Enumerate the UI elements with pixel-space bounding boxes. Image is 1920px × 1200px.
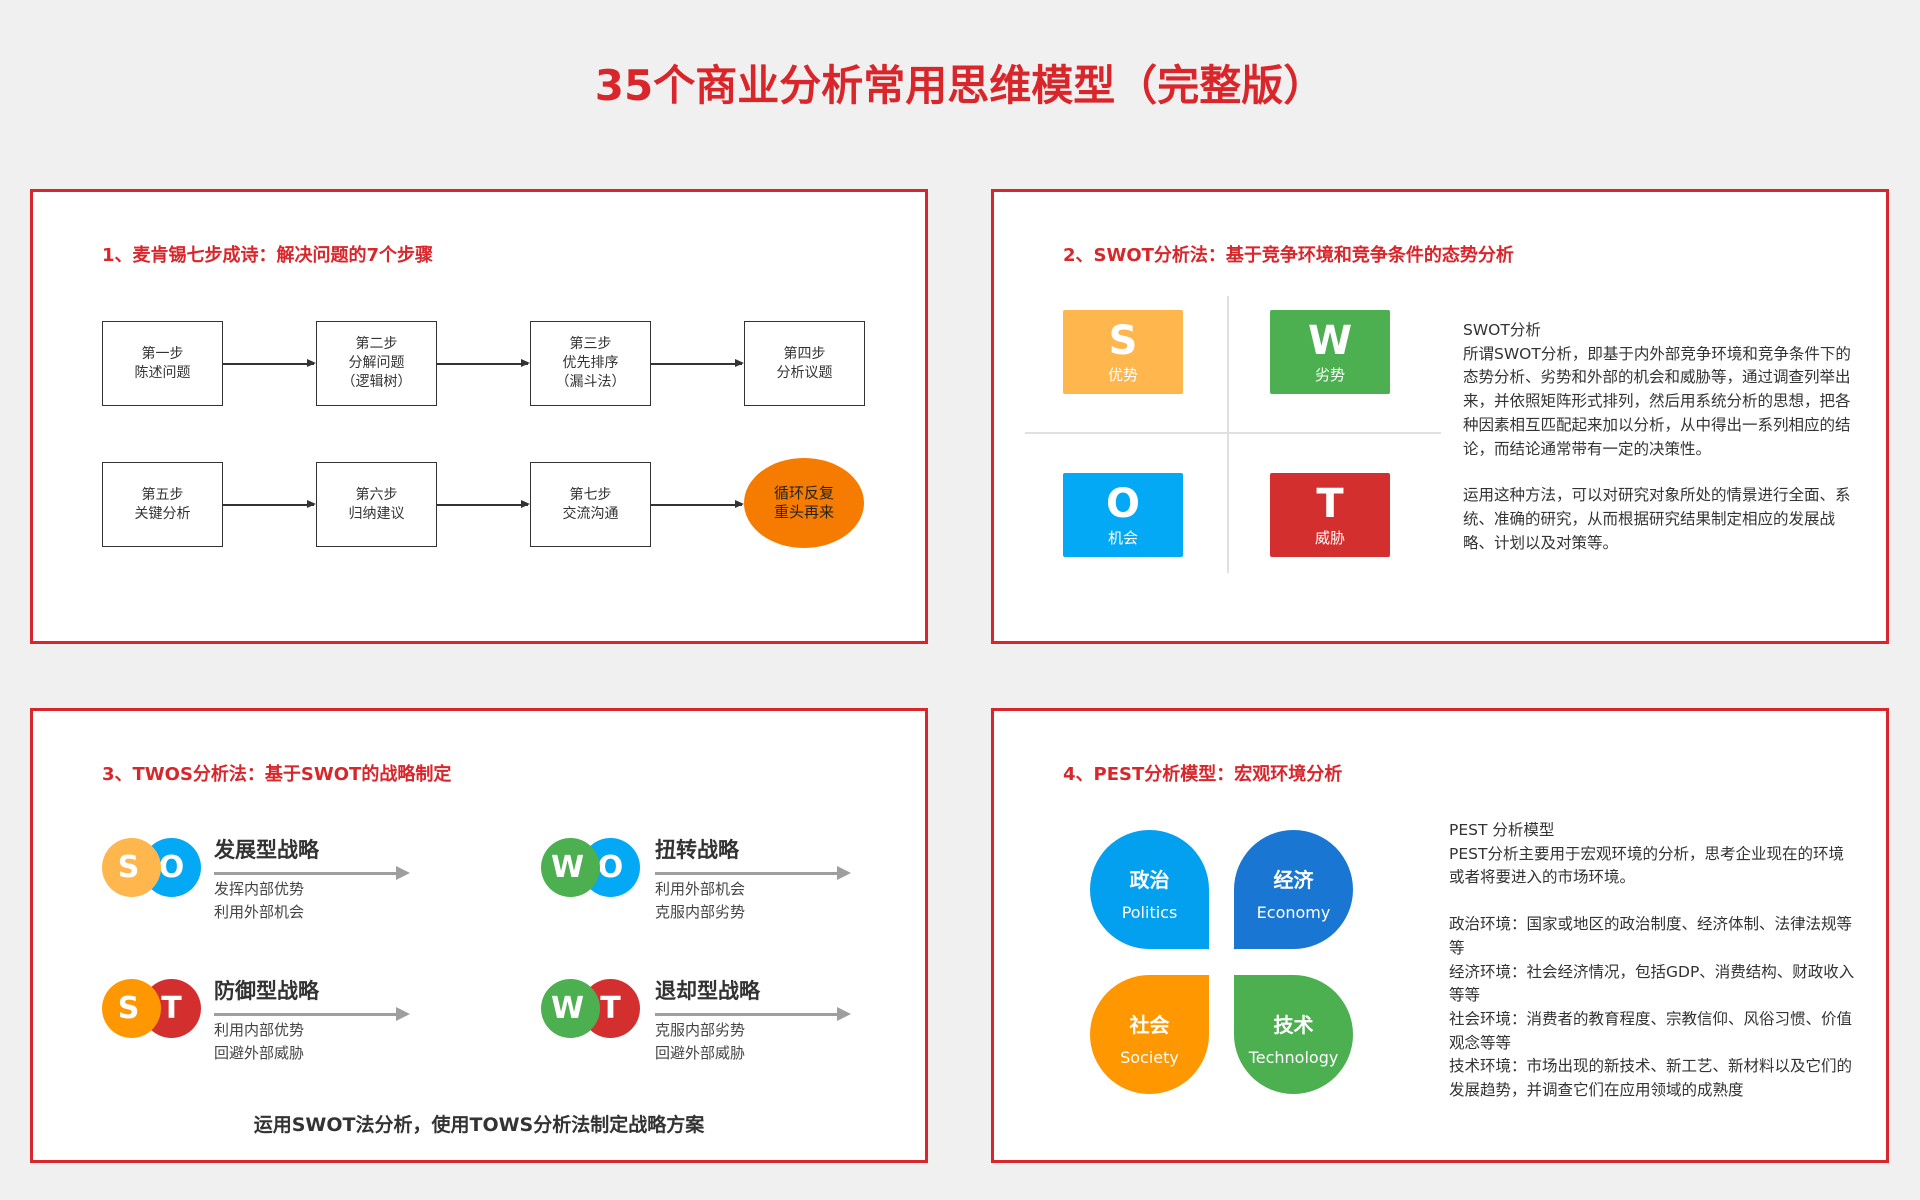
text-paragraph: 所谓SWOT分析，即基于内外部竞争环境和竞争条件下的态势分析、劣势和外部的机会和… (1463, 344, 1851, 458)
loop-oval: 循环反复 重头再来 (744, 458, 864, 548)
swot-w: W 劣势 (1270, 310, 1390, 394)
petal-en: Technology (1248, 1048, 1339, 1067)
petal-cn: 经济 (1273, 868, 1314, 892)
pest-item: 政治环境：国家或地区的政治制度、经济体制、法律法规等等 (1449, 915, 1853, 957)
label: 威胁 (1314, 529, 1345, 547)
letter: W (1307, 318, 1353, 364)
divider (1025, 432, 1441, 434)
strategy-title: 防御型战略 (214, 979, 319, 1003)
arrow-connector (651, 360, 744, 366)
arrow-connector (651, 501, 744, 507)
tows-footer: 运用SWOT法分析，使用TOWS分析法制定战略方案 (253, 1114, 705, 1136)
arrow (214, 866, 410, 880)
panel3-heading: 3、TWOS分析法：基于SWOT的战略制定 (102, 764, 452, 785)
strategy-title: 发展型战略 (214, 838, 319, 862)
petal-society: 社会 Society (1090, 975, 1209, 1094)
petal-en: Economy (1256, 903, 1331, 922)
step-box: 第四步 分析议题 (744, 321, 865, 406)
petal-cn: 社会 (1129, 1013, 1170, 1037)
strategy-title: 扭转战略 (655, 838, 739, 862)
step-box: 第七步 交流沟通 (530, 462, 651, 547)
swot-o: O 机会 (1063, 473, 1183, 557)
panel-mckinsey (30, 189, 928, 644)
arrow (214, 1007, 410, 1021)
letter: T (1316, 481, 1344, 527)
step-box: 第二步 分解问题 （逻辑树） (316, 321, 437, 406)
label: 劣势 (1314, 366, 1345, 384)
petal-cn: 政治 (1129, 868, 1170, 892)
text-paragraph: PEST分析主要用于宏观环境的分析，思考企业现在的环境或者将要进入的市场环境。 (1449, 844, 1844, 887)
petal-politics: 政治 Politics (1090, 830, 1209, 949)
circle-w: W (541, 838, 600, 897)
strategy-title: 退却型战略 (655, 979, 760, 1003)
pest-item: 经济环境：社会经济情况，包括GDP、消费结构、财政收入等等 (1449, 962, 1855, 1005)
swot-description: SWOT分析所谓SWOT分析，即基于内外部竞争环境和竞争条件下的态势分析、劣势和… (1463, 319, 1863, 555)
petal-en: Society (1120, 1048, 1179, 1067)
step-box: 第五步 关键分析 (102, 462, 223, 547)
petal-economy: 经济 Economy (1234, 830, 1353, 949)
divider (1227, 296, 1229, 573)
strategy-lines: 发挥内部优势 利用外部机会 (214, 880, 305, 921)
circle-w: W (541, 979, 600, 1038)
text-title: PEST 分析模型 (1449, 821, 1555, 839)
arrow-connector (437, 360, 530, 366)
strategy-lines: 利用外部机会 克服内部劣势 (655, 880, 746, 921)
circle-s: S (102, 979, 161, 1038)
arrow-connector (437, 501, 530, 507)
strategy-lines: 克服内部劣势 回避外部威胁 (655, 1021, 746, 1062)
pest-description: PEST 分析模型 PEST分析主要用于宏观环境的分析，思考企业现在的环境或者将要… (1449, 819, 1857, 1103)
petal-cn: 技术 (1273, 1013, 1314, 1037)
label: 优势 (1107, 366, 1138, 384)
pest-item: 技术环境：市场出现的新技术、新工艺、新材料以及它们的发展趋势，并调查它们在应用领… (1449, 1057, 1853, 1100)
arrow-connector (223, 501, 316, 507)
panel4-heading: 4、PEST分析模型：宏观环境分析 (1063, 764, 1343, 785)
panel-swot (991, 189, 1889, 644)
step-box: 第三步 优先排序 （漏斗法） (530, 321, 651, 406)
panel1-heading: 1、麦肯锡七步成诗：解决问题的7个步骤 (102, 245, 434, 266)
letter: S (1108, 318, 1138, 364)
petal-en: Politics (1121, 903, 1178, 922)
circle-s: S (102, 838, 161, 897)
arrow (655, 866, 851, 880)
step-box: 第一步 陈述问题 (102, 321, 223, 406)
label: 机会 (1107, 529, 1138, 547)
pest-item: 社会环境：消费者的教育程度、宗教信仰、风俗习惯、价值观念等等 (1449, 1009, 1853, 1052)
arrow-connector (223, 360, 316, 366)
strategy-lines: 利用内部优势 回避外部威胁 (214, 1021, 305, 1062)
swot-s: S 优势 (1063, 310, 1183, 394)
letter: O (1105, 481, 1140, 527)
arrow (655, 1007, 851, 1021)
swot-t: T 威胁 (1270, 473, 1390, 557)
page-title: 35个商业分析常用思维模型（完整版） (594, 61, 1326, 110)
text-title: SWOT分析 (1463, 321, 1541, 339)
text-paragraph: 运用这种方法，可以对研究对象所处的情景进行全面、系统、准确的研究，从而根据研究结… (1463, 486, 1851, 552)
step-box: 第六步 归纳建议 (316, 462, 437, 547)
petal-technology: 技术 Technology (1234, 975, 1353, 1094)
panel2-heading: 2、SWOT分析法：基于竞争环境和竞争条件的态势分析 (1063, 245, 1514, 266)
panel-tows (30, 708, 928, 1163)
